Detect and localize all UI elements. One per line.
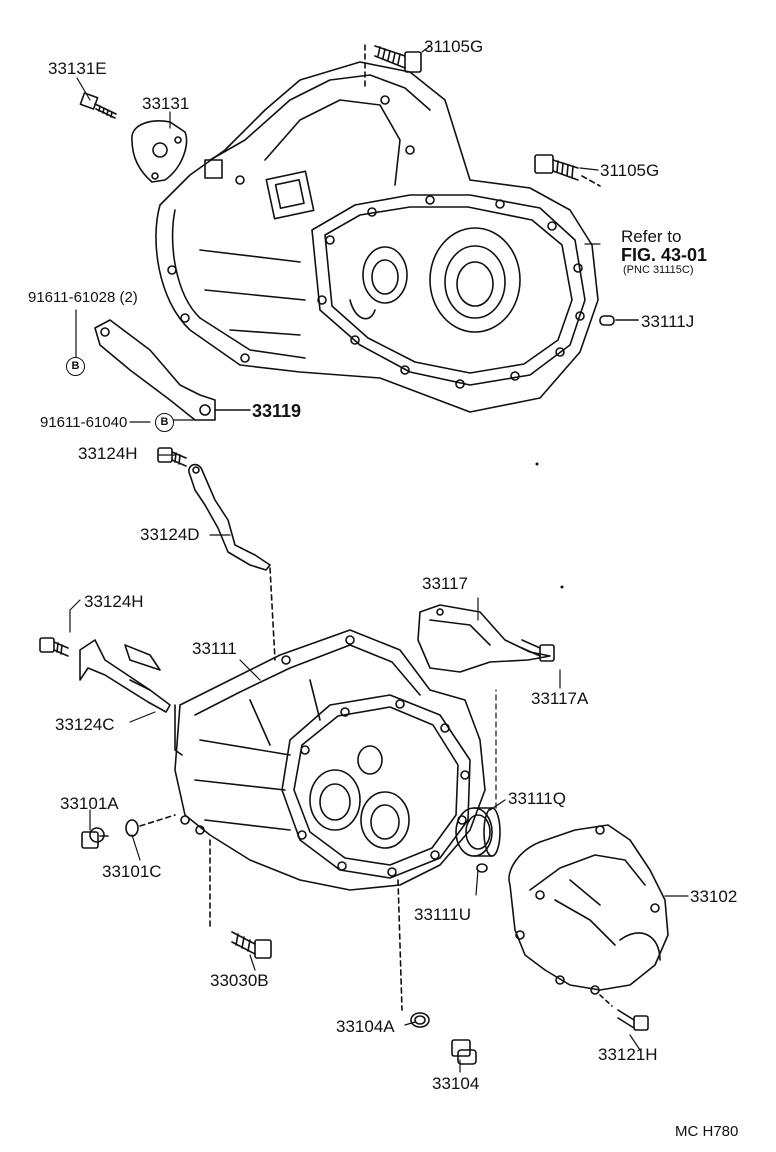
cover-plate-33131 [131, 120, 188, 183]
label-33131: 33131 [142, 94, 190, 113]
clutch-housing-top [155, 61, 599, 413]
plate-33124D [188, 463, 276, 661]
label-33102: 33102 [690, 887, 738, 906]
gasket-33101C [125, 814, 176, 837]
bracket-33119 [94, 319, 251, 421]
bolt-33131E [79, 92, 117, 119]
gasket-33104A [410, 1012, 430, 1028]
label-33124C: 33124C [55, 715, 115, 734]
plug-33101A [81, 827, 109, 849]
label-33030B: 33030B [210, 971, 269, 990]
cover-33102 [508, 824, 669, 995]
label-refer-to: Refer to [621, 227, 682, 246]
label-33117: 33117 [422, 574, 469, 593]
label-33111Q: 33111Q [508, 789, 566, 808]
label-33124D: 33124D [140, 525, 200, 544]
bolt-33124H-top [157, 447, 187, 467]
bracket-33124C [79, 639, 171, 713]
label-33111U: 33111U [414, 905, 472, 924]
bolt-type-badge: B [155, 413, 174, 432]
label-31105G-top: 31105G [424, 37, 484, 56]
bolt-31105G-right [534, 154, 601, 187]
label-fig-ref: FIG. 43-01 [621, 245, 708, 265]
label-33121H: 33121H [598, 1045, 658, 1064]
label-33131E: 33131E [48, 59, 107, 78]
label-33117A: 33117A [531, 689, 589, 708]
label-33124H-top: 33124H [78, 444, 138, 463]
label-33101C: 33101C [102, 862, 162, 881]
bolt-33124H-mid [39, 637, 69, 657]
label-91611-61040: 91611-61040 [40, 414, 128, 431]
bolt-type-badge: B [66, 357, 85, 376]
diagram-code: MC H780 [675, 1123, 739, 1140]
label-33104: 33104 [432, 1074, 480, 1093]
transmission-case-33111 [174, 629, 486, 1011]
label-33119: 33119 [252, 401, 302, 421]
label-33111: 33111 [192, 639, 237, 658]
label-33111J: 33111J [641, 312, 695, 331]
bolt-31105G-top [364, 44, 422, 91]
pin-33111U [476, 863, 488, 873]
oil-seal-33111Q [455, 807, 501, 857]
label-31105G-right: 31105G [600, 161, 660, 180]
bolt-33121H [599, 994, 649, 1031]
bolt-33030B [231, 931, 272, 959]
label-pnc-ref: (PNC 31115C) [623, 264, 694, 276]
label-91611-61028: 91611-61028 (2) [28, 289, 138, 306]
plug-33104 [451, 1039, 477, 1065]
pin-33111J [599, 315, 639, 326]
label-33104A: 33104A [336, 1017, 395, 1036]
bracket-33117 [417, 604, 555, 673]
label-33124H-mid: 33124H [84, 592, 144, 611]
label-33101A: 33101A [60, 794, 119, 813]
